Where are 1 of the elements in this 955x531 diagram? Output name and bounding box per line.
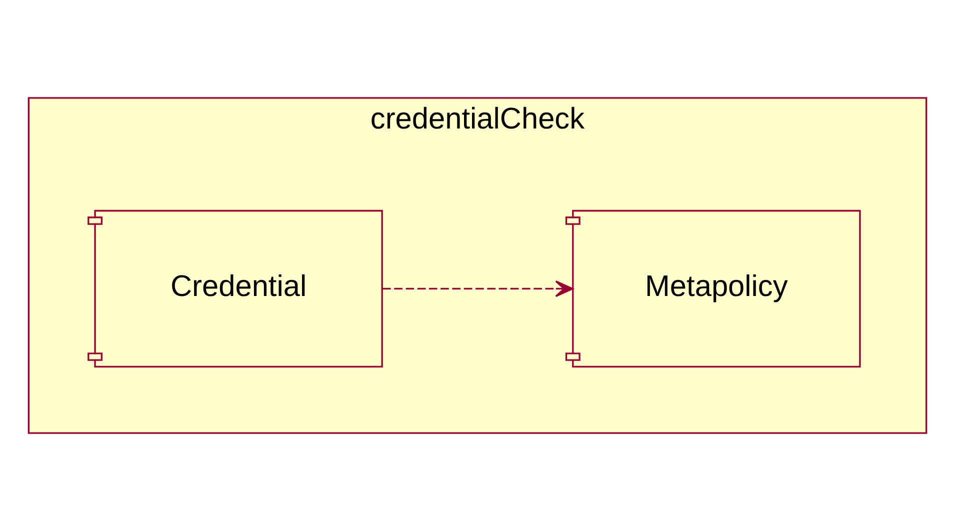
arrow [382,280,574,298]
